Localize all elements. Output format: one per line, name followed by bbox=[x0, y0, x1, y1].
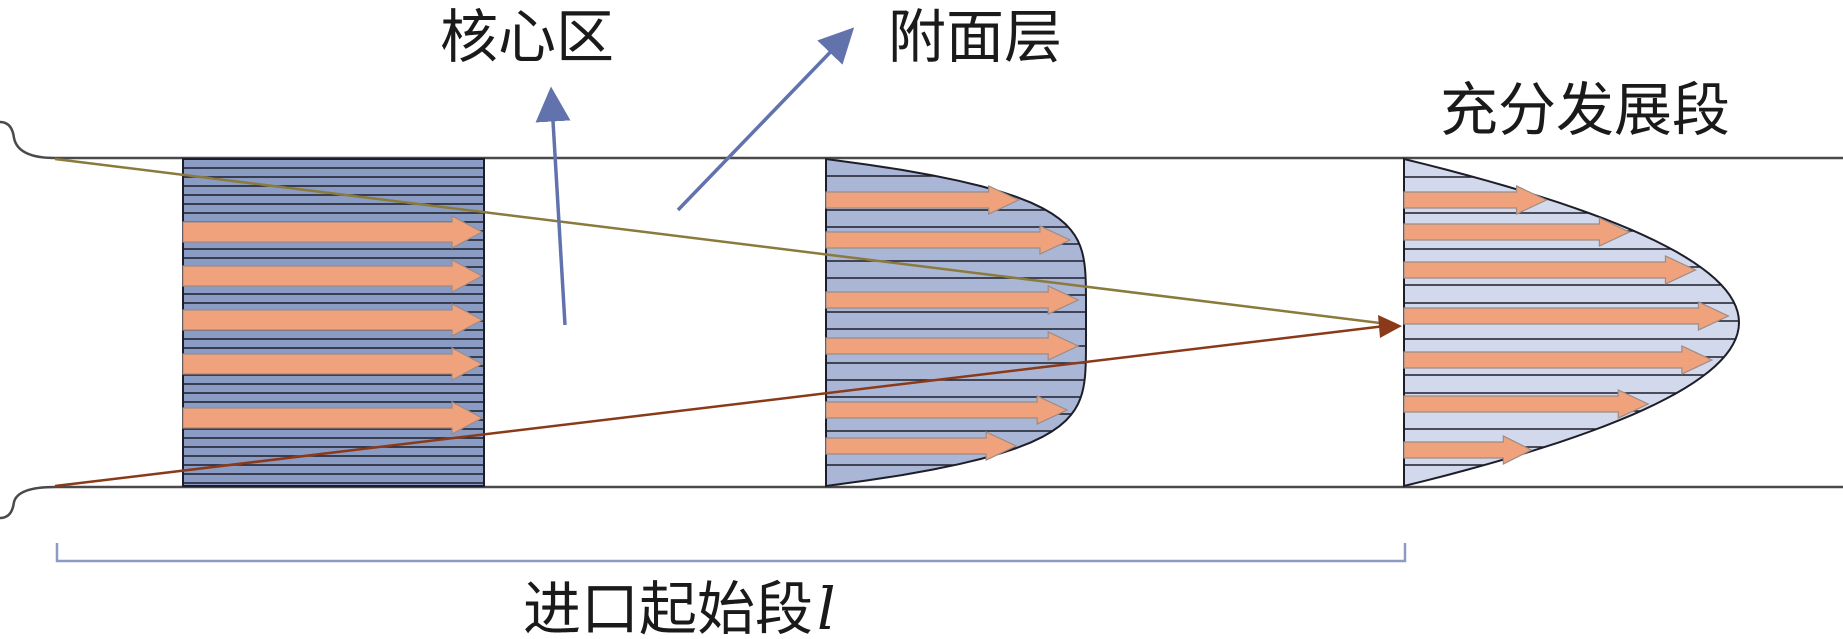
entrance-length-symbol: l bbox=[817, 575, 836, 639]
developed-flow-arrow bbox=[1403, 435, 1533, 465]
entrance-section-label: 进口起始段 bbox=[523, 575, 813, 639]
pipe-top-wall bbox=[0, 120, 1843, 160]
core-zone-label: 核心区 bbox=[440, 3, 614, 71]
boundary-layer-top-line bbox=[54, 157, 1397, 327]
developing-flow-arrow bbox=[825, 185, 1021, 215]
developing-velocity-profile bbox=[825, 157, 1087, 488]
boundary-layer-pointer-arrow bbox=[676, 27, 855, 212]
fully-developed-velocity-profile bbox=[1403, 157, 1741, 488]
boundary-layer-lines bbox=[54, 157, 1402, 488]
boundary-layer-meeting-arrowhead bbox=[1378, 315, 1402, 338]
developed-flow-arrow bbox=[1403, 345, 1714, 375]
pipe-walls bbox=[0, 120, 1843, 520]
uniform-flow-arrow bbox=[182, 303, 484, 337]
developed-flow-arrow bbox=[1403, 389, 1650, 419]
uniform-flow-arrow bbox=[182, 347, 484, 381]
uniform-flow-arrow bbox=[182, 401, 484, 435]
boundary-layer-bottom-line bbox=[54, 324, 1386, 488]
entrance-length-bracket bbox=[55, 543, 1407, 563]
developing-flow-arrow bbox=[825, 431, 1018, 461]
pointer-arrows bbox=[535, 27, 855, 326]
uniform-velocity-profile bbox=[182, 158, 485, 487]
developing-flow-arrow bbox=[825, 395, 1069, 425]
entrance-section-caption: 进口起始段l bbox=[523, 575, 836, 639]
pipe-bottom-wall bbox=[0, 485, 1843, 520]
fully-developed-section-label: 充分发展段 bbox=[1440, 76, 1730, 144]
developed-flow-arrow bbox=[1403, 301, 1730, 331]
core-zone-pointer-arrow bbox=[535, 86, 571, 326]
developing-flow-arrow bbox=[825, 225, 1072, 255]
boundary-layer-label: 附面层 bbox=[888, 3, 1062, 71]
developed-flow-arrow bbox=[1403, 185, 1548, 215]
developed-flow-arrow bbox=[1403, 217, 1631, 247]
developing-flow-arrow bbox=[825, 285, 1080, 315]
developed-flow-arrow bbox=[1403, 255, 1697, 285]
uniform-flow-arrow bbox=[182, 259, 484, 293]
developing-flow-arrow bbox=[825, 331, 1080, 361]
uniform-flow-arrow bbox=[182, 215, 484, 249]
